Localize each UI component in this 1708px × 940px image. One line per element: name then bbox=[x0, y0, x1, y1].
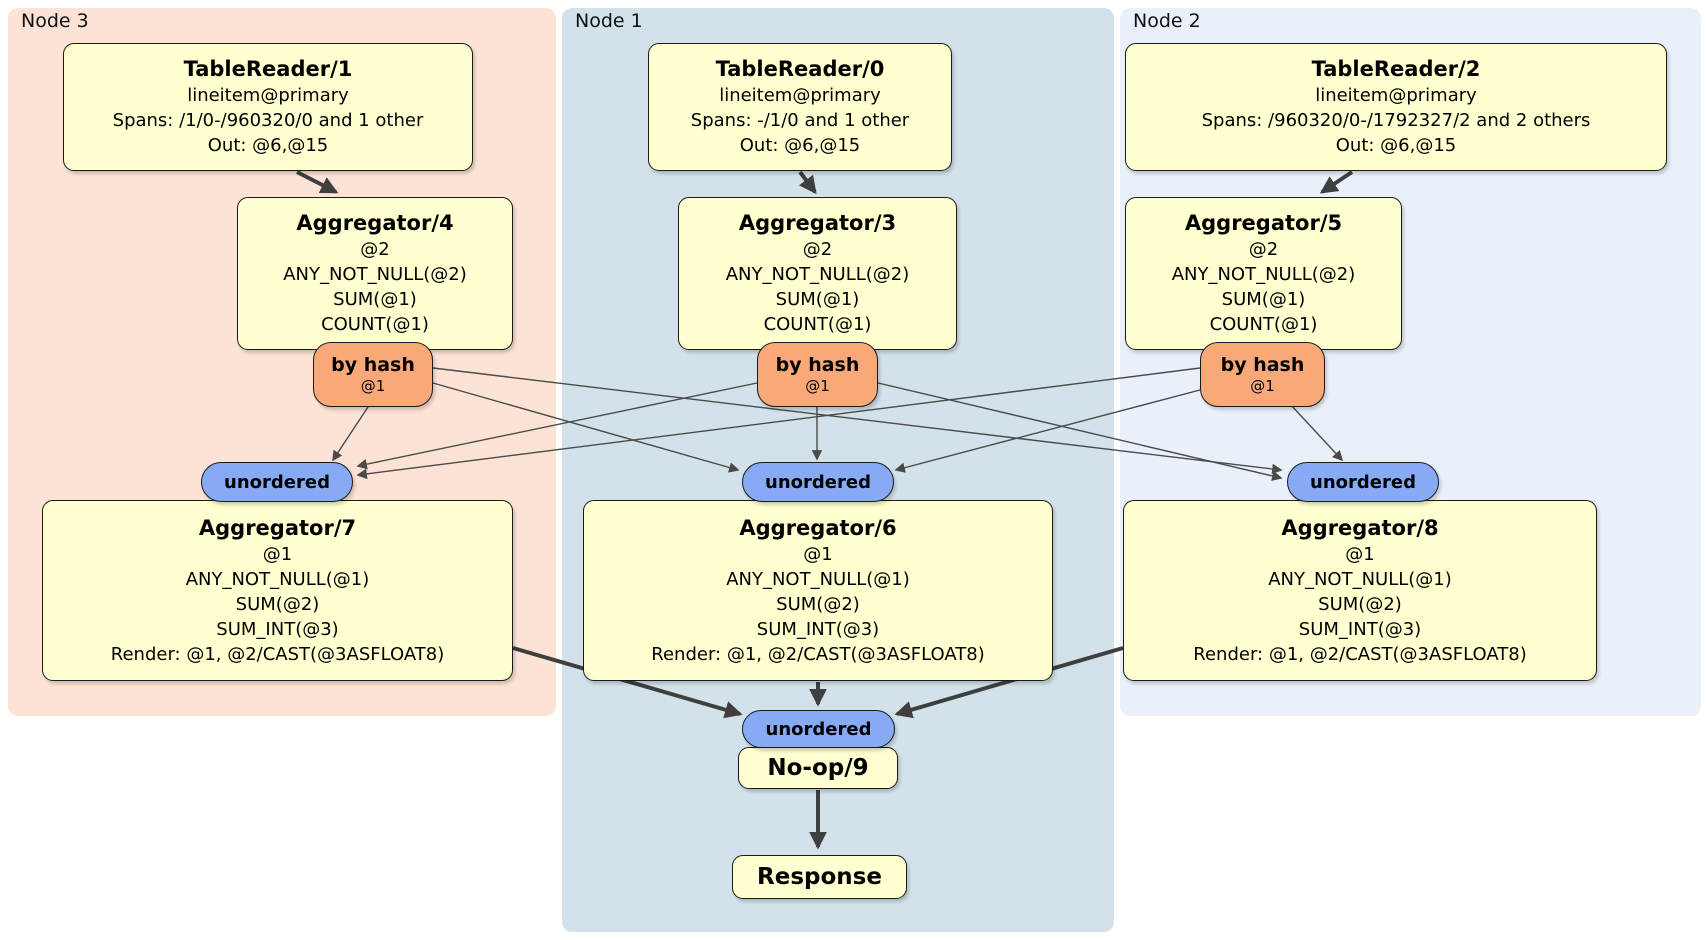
node-agg-fn: COUNT(@1) bbox=[763, 314, 872, 335]
node-groupcols: @1 bbox=[803, 543, 833, 565]
node-title: Response bbox=[757, 864, 882, 890]
aggregator-7-box: Aggregator/7 @1 ANY_NOT_NULL(@1) SUM(@2)… bbox=[42, 500, 513, 681]
node-spans: Spans: /960320/0-/1792327/2 and 2 others bbox=[1201, 110, 1591, 131]
aggregator-6-box: Aggregator/6 @1 ANY_NOT_NULL(@1) SUM(@2)… bbox=[583, 500, 1053, 681]
node-groupcols: @2 bbox=[1248, 239, 1279, 260]
node-agg-fn: SUM(@1) bbox=[1221, 289, 1306, 310]
noop-9-box: No-op/9 bbox=[738, 747, 898, 789]
router-columns: @1 bbox=[805, 376, 830, 395]
tablereader-1-box: TableReader/1 lineitem@primary Spans: /1… bbox=[63, 43, 473, 171]
node-title: TableReader/0 bbox=[715, 57, 885, 81]
region-label-node-1: Node 1 bbox=[575, 10, 643, 32]
router-columns: @1 bbox=[1250, 376, 1275, 395]
node-agg-fn: SUM_INT(@3) bbox=[1298, 618, 1422, 640]
node-title: Aggregator/6 bbox=[739, 515, 897, 540]
byhash-router-5: by hash @1 bbox=[1200, 342, 1325, 407]
node-title: Aggregator/4 bbox=[296, 211, 454, 235]
node-title: Aggregator/8 bbox=[1281, 515, 1439, 540]
node-agg-fn: SUM(@1) bbox=[775, 289, 860, 310]
node-agg-fn: SUM(@1) bbox=[333, 289, 417, 310]
node-out: Out: @6,@15 bbox=[207, 135, 329, 156]
node-agg-fn: SUM_INT(@3) bbox=[216, 618, 339, 640]
node-render: Render: @1, @2/CAST(@3ASFLOAT8) bbox=[1193, 643, 1527, 665]
node-title: Aggregator/3 bbox=[738, 211, 897, 235]
node-groupcols: @2 bbox=[360, 239, 390, 260]
node-title: Aggregator/7 bbox=[198, 515, 357, 540]
node-agg-fn: COUNT(@1) bbox=[321, 314, 429, 335]
aggregator-8-box: Aggregator/8 @1 ANY_NOT_NULL(@1) SUM(@2)… bbox=[1123, 500, 1597, 681]
node-agg-fn: ANY_NOT_NULL(@1) bbox=[726, 568, 910, 590]
node-agg-fn: SUM(@2) bbox=[776, 593, 860, 615]
router-label: by hash bbox=[1220, 353, 1305, 376]
node-index: lineitem@primary bbox=[187, 85, 349, 106]
aggregator-3-box: Aggregator/3 @2 ANY_NOT_NULL(@2) SUM(@1)… bbox=[678, 197, 957, 350]
aggregator-4-box: Aggregator/4 @2 ANY_NOT_NULL(@2) SUM(@1)… bbox=[237, 197, 513, 350]
unordered-sync-7: unordered bbox=[201, 462, 353, 502]
router-label: by hash bbox=[331, 353, 415, 376]
node-agg-fn: SUM_INT(@3) bbox=[756, 618, 880, 640]
node-spans: Spans: /1/0-/960320/0 and 1 other bbox=[112, 110, 424, 131]
router-columns: @1 bbox=[360, 376, 386, 395]
node-agg-fn: ANY_NOT_NULL(@1) bbox=[185, 568, 370, 590]
tablereader-0-box: TableReader/0 lineitem@primary Spans: -/… bbox=[648, 43, 952, 171]
node-title: TableReader/2 bbox=[1311, 57, 1481, 81]
node-groupcols: @1 bbox=[1345, 543, 1375, 565]
node-agg-fn: SUM(@2) bbox=[235, 593, 320, 615]
node-out: Out: @6,@15 bbox=[1335, 135, 1457, 156]
node-groupcols: @2 bbox=[802, 239, 833, 260]
aggregator-5-box: Aggregator/5 @2 ANY_NOT_NULL(@2) SUM(@1)… bbox=[1125, 197, 1402, 350]
node-title: Aggregator/5 bbox=[1184, 211, 1343, 235]
node-title: TableReader/1 bbox=[183, 57, 353, 81]
node-index: lineitem@primary bbox=[719, 85, 881, 106]
node-agg-fn: COUNT(@1) bbox=[1209, 314, 1318, 335]
response-box: Response bbox=[732, 855, 907, 899]
node-title: No-op/9 bbox=[767, 755, 869, 781]
node-agg-fn: SUM(@2) bbox=[1318, 593, 1402, 615]
node-groupcols: @1 bbox=[262, 543, 293, 565]
region-label-node-2: Node 2 bbox=[1133, 10, 1201, 32]
node-out: Out: @6,@15 bbox=[739, 135, 861, 156]
router-label: by hash bbox=[775, 353, 860, 376]
region-label-node-3: Node 3 bbox=[21, 10, 89, 32]
node-agg-fn: ANY_NOT_NULL(@2) bbox=[1171, 264, 1356, 285]
node-render: Render: @1, @2/CAST(@3ASFLOAT8) bbox=[110, 643, 445, 665]
node-agg-fn: ANY_NOT_NULL(@2) bbox=[725, 264, 910, 285]
node-index: lineitem@primary bbox=[1315, 85, 1477, 106]
node-agg-fn: ANY_NOT_NULL(@2) bbox=[283, 264, 467, 285]
byhash-router-4: by hash @1 bbox=[313, 342, 433, 407]
node-spans: Spans: -/1/0 and 1 other bbox=[690, 110, 910, 131]
unordered-sync-9: unordered bbox=[742, 710, 895, 748]
node-agg-fn: ANY_NOT_NULL(@1) bbox=[1268, 568, 1452, 590]
byhash-router-3: by hash @1 bbox=[757, 342, 878, 407]
tablereader-2-box: TableReader/2 lineitem@primary Spans: /9… bbox=[1125, 43, 1667, 171]
node-render: Render: @1, @2/CAST(@3ASFLOAT8) bbox=[651, 643, 985, 665]
unordered-sync-6: unordered bbox=[742, 462, 894, 502]
unordered-sync-8: unordered bbox=[1287, 462, 1439, 502]
